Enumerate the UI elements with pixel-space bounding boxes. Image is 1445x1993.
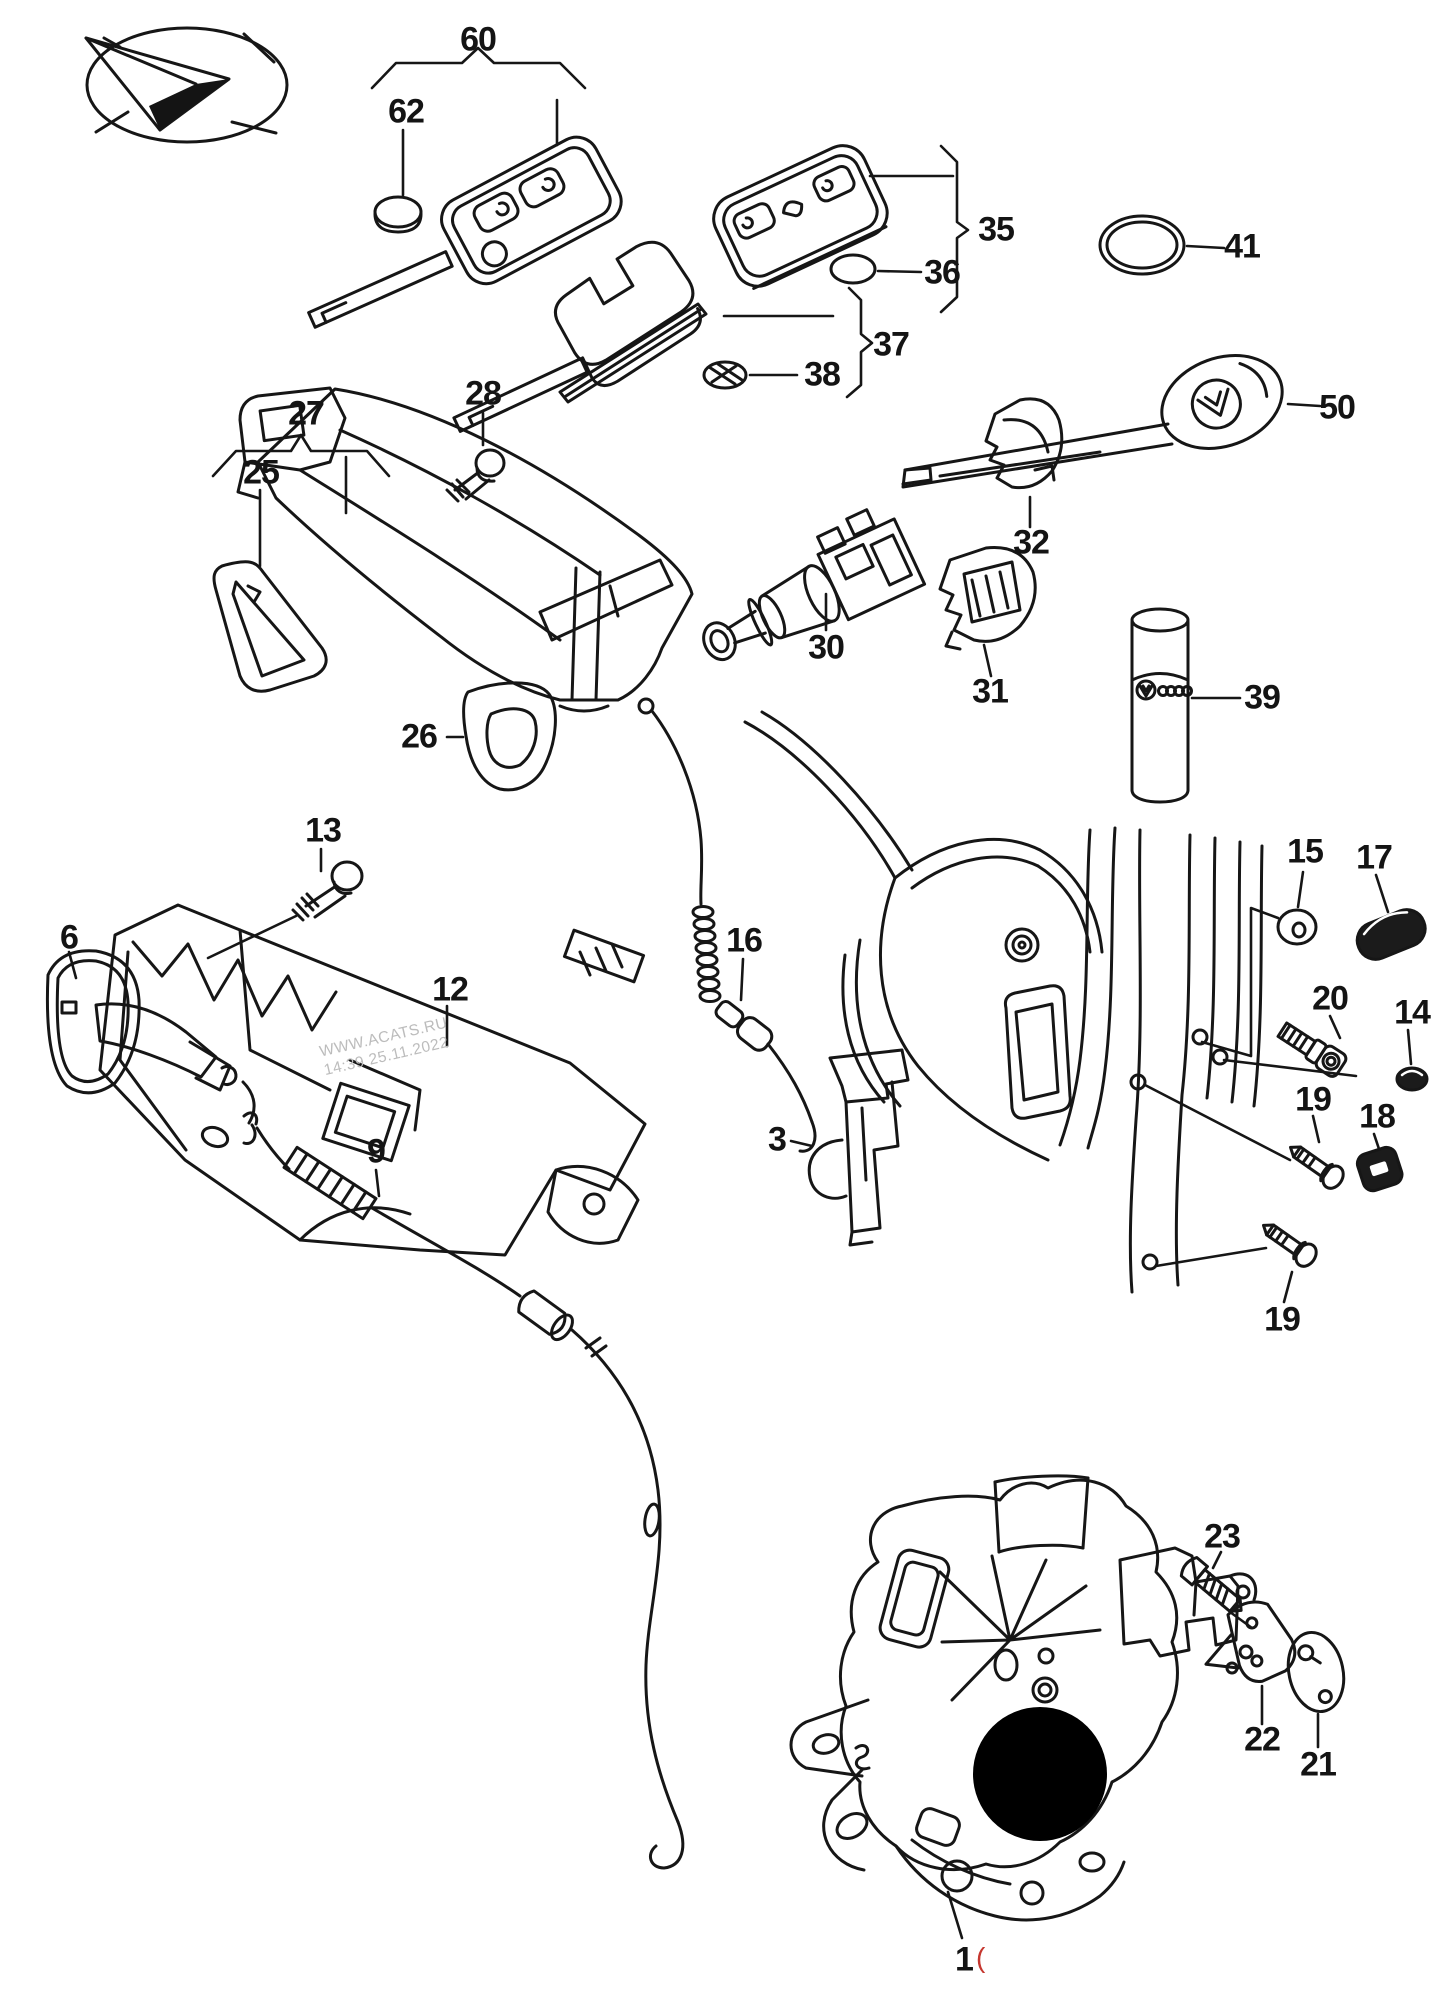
part-label-32: 32 — [1013, 523, 1050, 562]
cap-26 — [462, 681, 557, 792]
outer-handle-27 — [256, 387, 694, 713]
lock-cable-9 — [242, 1111, 685, 1870]
brand-logo-icon — [84, 26, 289, 144]
key-head-shell-37 — [452, 240, 702, 433]
cap-14 — [1395, 1066, 1429, 1092]
part-label-30: 30 — [808, 628, 845, 667]
part-label-38: 38 — [804, 355, 841, 394]
part-label-31: 31 — [972, 672, 1009, 711]
part-label-19-lower: 19 — [1264, 1300, 1301, 1339]
key-blank-50 — [901, 354, 1284, 489]
cap-17 — [1355, 908, 1427, 961]
part-label-18: 18 — [1359, 1097, 1396, 1136]
part-label-35: 35 — [978, 210, 1015, 249]
cover-plate-21 — [1286, 1630, 1346, 1714]
screw-28 — [445, 448, 506, 503]
part-label-17: 17 — [1356, 838, 1393, 877]
part-label-9: 9 — [367, 1132, 386, 1171]
washer-15 — [1276, 908, 1318, 946]
seal-36 — [829, 253, 877, 285]
grommet-18 — [1355, 1145, 1404, 1193]
redaction-circle — [973, 1707, 1107, 1841]
screw-23 — [1179, 1556, 1243, 1613]
screw-13 — [291, 860, 364, 922]
screw-19-lower — [1262, 1223, 1318, 1268]
battery-62 — [373, 195, 423, 234]
part-label-21: 21 — [1300, 1745, 1337, 1784]
part-label-19-upper: 19 — [1295, 1080, 1332, 1119]
part-label-13: 13 — [305, 811, 342, 850]
trim-strip — [558, 302, 708, 404]
part-label-1: 1 — [955, 1940, 974, 1979]
remote-transmitter-35 — [712, 144, 889, 290]
part-label-23: 23 — [1204, 1517, 1241, 1556]
vw-emblem-38 — [702, 360, 748, 390]
part-label-28: 28 — [465, 374, 502, 413]
leader-lines — [67, 46, 1413, 1940]
part-label-50: 50 — [1319, 388, 1356, 427]
spray-can-39 — [1130, 607, 1193, 804]
part-label-37: 37 — [873, 325, 910, 364]
cap-31 — [938, 546, 1037, 651]
flip-key-60 — [307, 135, 623, 329]
part-label-3: 3 — [768, 1120, 787, 1159]
door-frame-section — [743, 710, 1264, 1294]
part-label-16: 16 — [726, 921, 763, 960]
part-label-14: 14 — [1394, 993, 1431, 1032]
gasket-25 — [212, 560, 328, 693]
inner-handle-6 — [45, 949, 257, 1145]
part-label-62: 62 — [388, 92, 425, 131]
part-label-22: 22 — [1244, 1720, 1281, 1759]
part-label-20: 20 — [1312, 979, 1349, 1018]
ring-41 — [1098, 214, 1186, 276]
door-lock-1 — [789, 1474, 1258, 1922]
striker-plate-22 — [1204, 1600, 1297, 1683]
cap-32 — [984, 397, 1064, 490]
release-cable-16 — [637, 697, 817, 1153]
part-label-39: 39 — [1244, 678, 1281, 717]
part-label-41: 41 — [1224, 227, 1261, 266]
part-label-12: 12 — [432, 970, 469, 1009]
part-label-27: 27 — [288, 394, 325, 433]
part-label-26: 26 — [401, 717, 438, 756]
part-label-15: 15 — [1287, 832, 1324, 871]
part-label-60: 60 — [460, 20, 497, 59]
part-label-36: 36 — [924, 253, 961, 292]
part-label-25: 25 — [243, 453, 280, 492]
lock-cylinder-30 — [702, 508, 927, 662]
part-label-6: 6 — [60, 918, 79, 957]
bracket-3 — [807, 1048, 910, 1247]
screw-19-upper — [1289, 1145, 1345, 1190]
red-paren-mark: ( — [976, 1942, 986, 1973]
